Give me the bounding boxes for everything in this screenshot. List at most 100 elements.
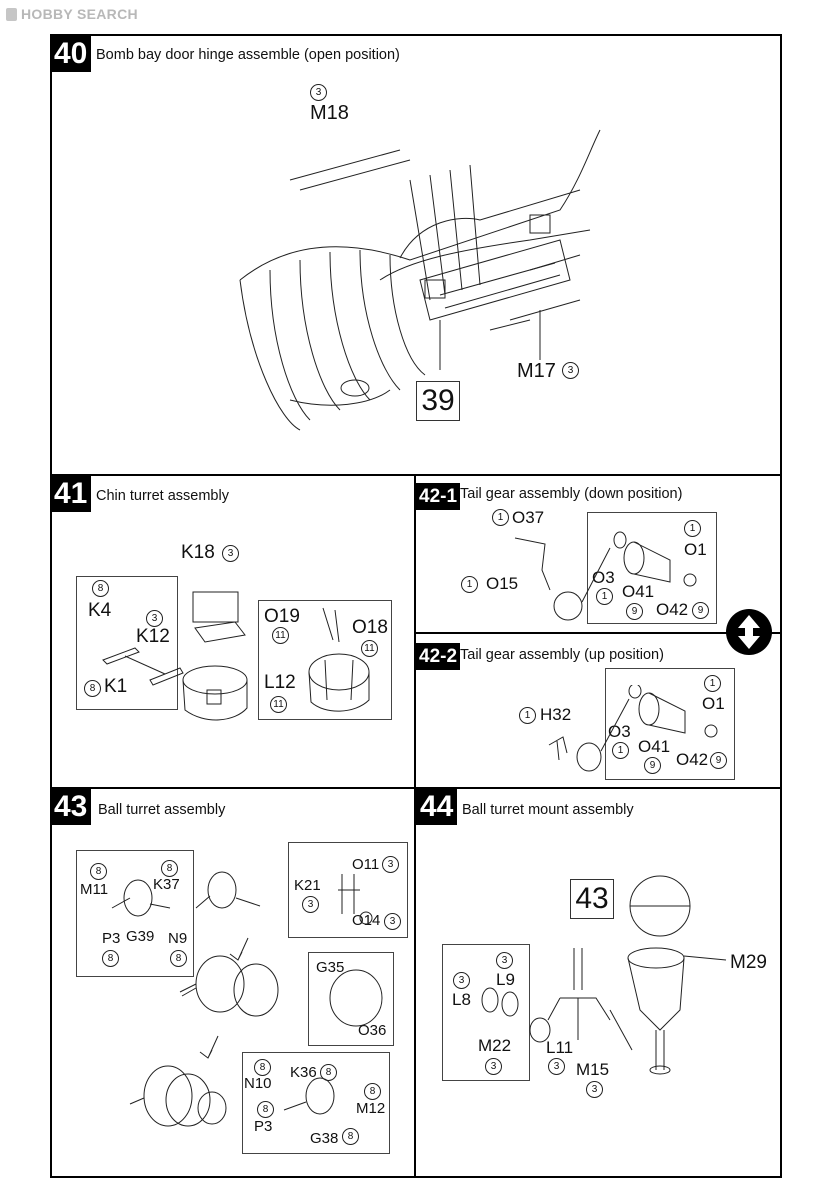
part-label-k18: K18 xyxy=(181,542,215,563)
step-41-title: Chin turret assembly xyxy=(96,488,229,504)
part-label-l9: L9 xyxy=(496,970,515,989)
part-label-l11: L11 xyxy=(546,1038,574,1057)
tail-wheel-subassembly-box-1 xyxy=(587,512,717,624)
p3-quantity-circle: 8 xyxy=(102,950,119,967)
part-label-o36: O36 xyxy=(358,1022,387,1039)
part-label-o19: O19 xyxy=(264,606,300,627)
gun-subassembly-box-1 xyxy=(76,850,194,977)
m12-quantity-circle: 8 xyxy=(364,1083,381,1100)
instruction-sheet-frame xyxy=(50,34,782,1178)
m18-quantity-circle: 3 xyxy=(310,84,327,101)
m22-quantity-circle: 3 xyxy=(485,1058,502,1075)
step-44-number: 44 xyxy=(416,789,458,825)
part-label-k21: K21 xyxy=(294,877,321,894)
o1-quantity-circle: 1 xyxy=(684,520,701,537)
part-label-m22: M22 xyxy=(478,1036,512,1055)
divider-row2 xyxy=(50,787,782,789)
k12-quantity-circle: 3 xyxy=(146,610,163,627)
part-label-g38: G38 xyxy=(310,1130,339,1147)
part-label-k12: K12 xyxy=(136,626,170,647)
o11-quantity-circle: 3 xyxy=(382,856,399,873)
k-parts-subassembly-box xyxy=(76,576,178,710)
l-parts-subassembly-box xyxy=(442,944,530,1081)
part-label-o42: O42 xyxy=(676,750,709,769)
part-label-l12: L12 xyxy=(264,672,296,693)
step-42-2-number: 42-2 xyxy=(416,643,461,670)
part-label-m12: M12 xyxy=(356,1100,386,1117)
o14-quantity-circle: 3 xyxy=(384,913,401,930)
hobby-search-logo-icon xyxy=(6,7,17,21)
part-label-o37: O37 xyxy=(512,508,545,527)
n10-quantity-circle: 8 xyxy=(254,1059,271,1076)
step-40-title: Bomb bay door hinge assemble (open posit… xyxy=(96,47,400,63)
o42-quantity-circle: 9 xyxy=(710,752,727,769)
step-41-number: 41 xyxy=(50,476,92,512)
l9-quantity-circle: 3 xyxy=(496,952,513,969)
step-43-title: Ball turret assembly xyxy=(98,802,226,818)
chin-turret-drawing xyxy=(102,591,370,721)
part-label-o1: O1 xyxy=(702,694,725,713)
o18-quantity-circle: 11 xyxy=(361,640,378,657)
o1-quantity-circle: 1 xyxy=(704,675,721,692)
n9-quantity-circle: 8 xyxy=(170,950,187,967)
part-label-n9: N9 xyxy=(168,930,188,947)
k21-subassembly-box xyxy=(288,842,408,938)
part-label-k36: K36 xyxy=(290,1064,317,1081)
part-label-m18: M18 xyxy=(310,102,349,124)
o41-quantity-circle: 9 xyxy=(644,757,661,774)
o15-quantity-circle: 1 xyxy=(461,576,478,593)
part-label-h32: H32 xyxy=(540,705,572,724)
part-label-o1: O1 xyxy=(684,540,707,559)
step-42-1-number: 42-1 xyxy=(416,483,461,510)
part-label-g39: G39 xyxy=(126,928,155,945)
k21-quantity-circle: 3 xyxy=(302,896,319,913)
divider-row1 xyxy=(50,474,782,476)
part-label-p3: P3 xyxy=(102,930,121,947)
h32-quantity-circle: 1 xyxy=(519,707,536,724)
part-label-m29: M29 xyxy=(730,952,767,973)
part-label-n10: N10 xyxy=(244,1075,272,1092)
part-label-o18: O18 xyxy=(352,617,388,638)
k36-quantity-circle: 8 xyxy=(320,1064,337,1081)
divider-42 xyxy=(415,632,782,634)
o3-quantity-circle: 1 xyxy=(612,742,629,759)
flip-position-arrow-icon xyxy=(726,609,772,655)
part-label-g35: G35 xyxy=(316,959,345,976)
bomb-bay-fuselage-drawing xyxy=(239,129,601,431)
part-label-o41: O41 xyxy=(622,582,655,601)
m15-quantity-circle: 3 xyxy=(586,1081,603,1098)
k4-quantity-circle: 8 xyxy=(92,580,109,597)
part-label-m17: M17 xyxy=(517,360,556,382)
m17-quantity-circle: 3 xyxy=(562,362,579,379)
ball-turret-drawing xyxy=(111,871,383,1127)
part-label-o15: O15 xyxy=(486,574,519,593)
l8-quantity-circle: 3 xyxy=(453,972,470,989)
reference-step-43-box: 43 xyxy=(570,879,614,919)
p3b-quantity-circle: 8 xyxy=(257,1101,274,1118)
divider-column xyxy=(414,474,416,1178)
part-label-m15: M15 xyxy=(576,1060,610,1079)
ball-turret-mount-drawing xyxy=(481,875,727,1075)
o19-quantity-circle: 11 xyxy=(272,627,289,644)
k18-quantity-circle: 3 xyxy=(222,545,239,562)
part-label-k37: K37 xyxy=(153,876,180,893)
k1-quantity-circle: 8 xyxy=(84,680,101,697)
l12-quantity-circle: 11 xyxy=(270,696,287,713)
part-label-o42: O42 xyxy=(656,600,689,619)
tail-gear-up-drawing xyxy=(548,685,718,772)
g38-quantity-circle: 8 xyxy=(342,1128,359,1145)
g35-subassembly-box xyxy=(308,952,394,1046)
part-label-o14: O14 xyxy=(352,912,381,929)
part-label-l8: L8 xyxy=(452,990,471,1009)
o41-quantity-circle: 9 xyxy=(626,603,643,620)
reference-step-39-box: 39 xyxy=(416,381,460,421)
step-42-1-title: Tail gear assembly (down position) xyxy=(460,486,683,502)
watermark: HOBBY SEARCH xyxy=(6,6,138,22)
k37-quantity-circle: 8 xyxy=(161,860,178,877)
step-44-title: Ball turret mount assembly xyxy=(462,802,634,818)
tail-wheel-subassembly-box-2 xyxy=(605,668,735,780)
l11-quantity-circle: 3 xyxy=(548,1058,565,1075)
step-43-number: 43 xyxy=(50,789,92,825)
part-label-o11: O11 xyxy=(352,856,380,873)
o42-quantity-circle: 9 xyxy=(692,602,709,619)
